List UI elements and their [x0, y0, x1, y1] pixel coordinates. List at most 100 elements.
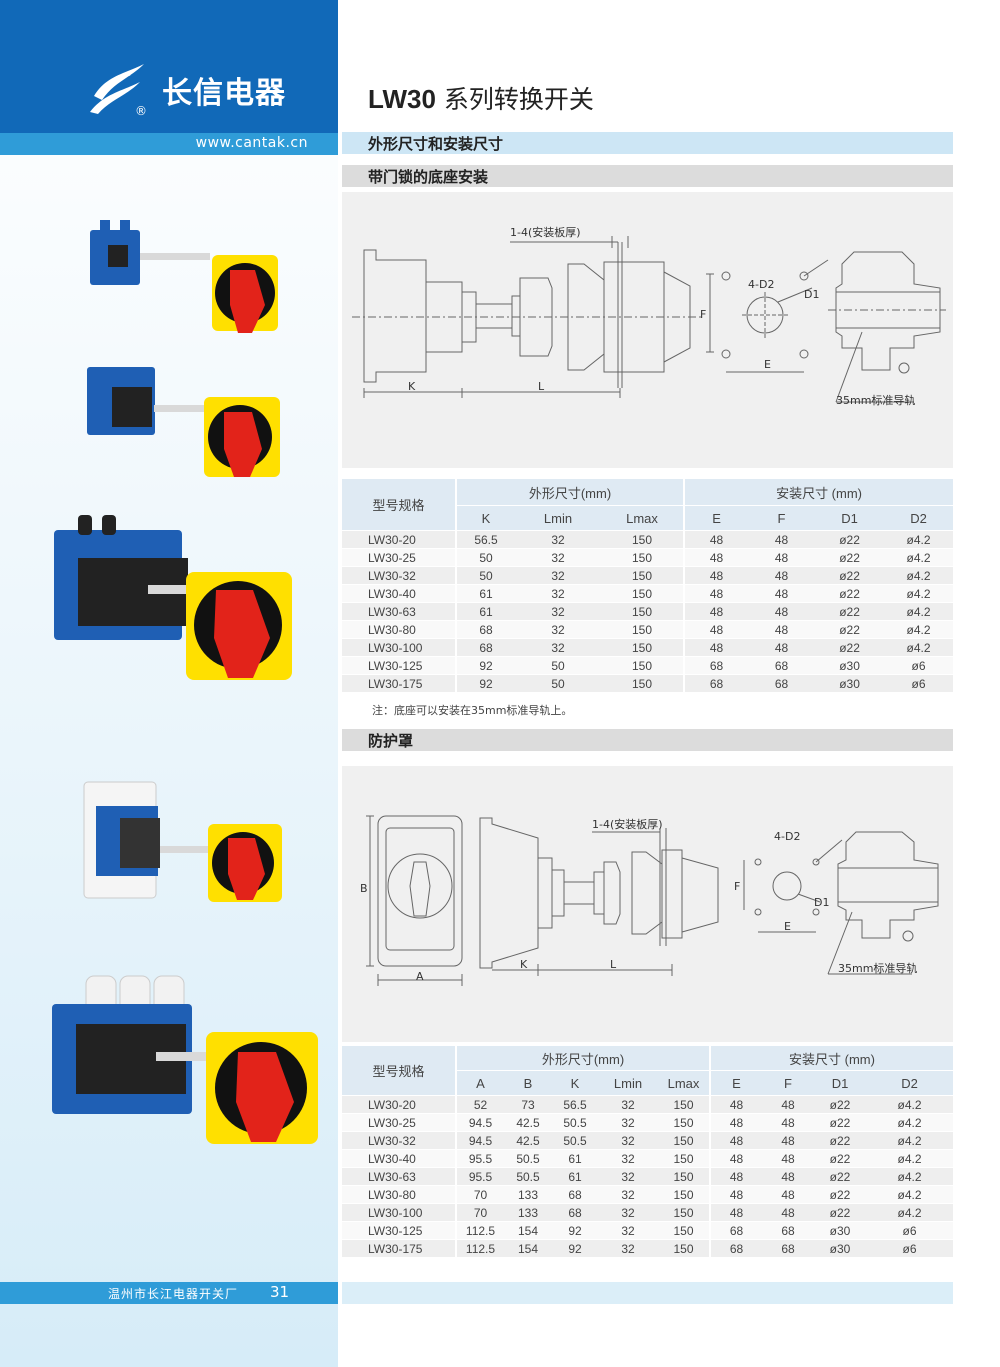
value-cell: 48 [748, 620, 816, 639]
dim-d1-label-2: D1 [814, 896, 829, 909]
value-cell: ø4.2 [884, 620, 954, 639]
value-cell: 48 [709, 1149, 762, 1168]
value-cell: 48 [762, 1185, 814, 1204]
model-cell: LW30-25 [342, 548, 456, 567]
value-cell: ø22 [814, 1131, 866, 1150]
value-cell: 50 [455, 566, 515, 585]
switch-photo-1 [90, 220, 278, 333]
dim-d1-label: D1 [804, 288, 819, 301]
value-cell: 32 [598, 1185, 658, 1204]
value-cell: 150 [601, 566, 685, 585]
value-cell: ø30 [815, 674, 885, 693]
series-name: LW30 [368, 84, 436, 114]
value-cell: ø22 [815, 566, 885, 585]
column-header: D2 [884, 505, 954, 531]
section-dims-bar: 外形尺寸和安装尺寸 [342, 132, 953, 154]
section-base-title: 带门锁的底座安装 [368, 168, 489, 186]
mount-dims-header: 安装尺寸 (mm) [683, 479, 954, 506]
value-cell: ø6 [866, 1221, 953, 1240]
section-dims-title: 外形尺寸和安装尺寸 [368, 135, 504, 153]
model-cell: LW30-63 [342, 602, 456, 621]
model-cell: LW30-20 [342, 1095, 456, 1114]
value-cell: 32 [515, 584, 601, 603]
value-cell: 48 [709, 1131, 762, 1150]
value-cell: ø22 [815, 548, 885, 567]
section-cover-bar: 防护罩 [342, 729, 953, 751]
value-cell: ø4.2 [866, 1185, 953, 1204]
value-cell: 92 [552, 1239, 598, 1258]
value-cell: ø30 [815, 656, 885, 675]
dim-4d2-label-2: 4-D2 [774, 830, 800, 843]
value-cell: 50.5 [504, 1167, 552, 1186]
value-cell: 150 [658, 1239, 710, 1258]
value-cell: 48 [709, 1095, 762, 1114]
value-cell: 48 [748, 566, 816, 585]
value-cell: 48 [748, 638, 816, 657]
value-cell: 48 [762, 1131, 814, 1150]
dim-a-label: A [416, 970, 424, 983]
value-cell: 48 [709, 1185, 762, 1204]
value-cell: 68 [709, 1239, 762, 1258]
brand-url[interactable]: www.cantak.cn [195, 135, 308, 151]
value-cell: 68 [683, 656, 749, 675]
sidebar: 长信电器 ® www.cantak.cn [0, 0, 338, 1367]
value-cell: 32 [598, 1149, 658, 1168]
value-cell: 133 [504, 1203, 552, 1222]
footer-bar: 温州市长江电器开关厂 31 [0, 1282, 338, 1304]
base-mount-drawing: 1-4(安装板厚) K L F E 4-D2 D1 35mm标准导轨 [352, 225, 946, 407]
value-cell: ø4.2 [884, 548, 954, 567]
value-cell: 48 [762, 1149, 814, 1168]
value-cell: ø22 [815, 602, 885, 621]
model-cell: LW30-80 [342, 620, 456, 639]
dim-k-label-2: K [520, 958, 528, 971]
value-cell: ø6 [866, 1239, 953, 1258]
value-cell: 32 [515, 566, 601, 585]
section-base-bar: 带门锁的底座安装 [342, 165, 953, 187]
value-cell: 150 [658, 1113, 710, 1132]
value-cell: 150 [658, 1203, 710, 1222]
model-cell: LW30-125 [342, 656, 456, 675]
value-cell: ø4.2 [866, 1167, 953, 1186]
value-cell: 150 [658, 1167, 710, 1186]
value-cell: 32 [598, 1203, 658, 1222]
value-cell: 48 [683, 548, 749, 567]
dim-k-label: K [408, 380, 416, 393]
base-drawing-panel: 1-4(安装板厚) K L F E 4-D2 D1 35mm标准导轨 [342, 192, 953, 468]
value-cell: ø4.2 [866, 1113, 953, 1132]
column-header: E [709, 1070, 762, 1096]
column-header: F [748, 505, 816, 531]
value-cell: 150 [658, 1185, 710, 1204]
column-header: Lmin [598, 1070, 658, 1096]
value-cell: 61 [552, 1149, 598, 1168]
value-cell: 48 [762, 1113, 814, 1132]
switch-photo-2 [87, 367, 280, 477]
model-header: 型号规格 [342, 479, 456, 531]
value-cell: ø22 [814, 1149, 866, 1168]
value-cell: 61 [455, 602, 515, 621]
value-cell: 73 [504, 1095, 552, 1114]
column-header: F [762, 1070, 814, 1096]
value-cell: 112.5 [455, 1221, 504, 1240]
cover-drawing: 1-4(安装板厚) A B K L F E 4-D2 D1 35mm标准导轨 [360, 815, 939, 986]
registered-mark: ® [135, 104, 147, 118]
value-cell: ø4.2 [884, 638, 954, 657]
model-cell: LW30-175 [342, 1239, 456, 1258]
value-cell: ø4.2 [884, 602, 954, 621]
value-cell: 68 [762, 1239, 814, 1258]
value-cell: ø4.2 [866, 1203, 953, 1222]
dim-f-label: F [700, 308, 706, 321]
value-cell: 48 [683, 584, 749, 603]
switch-photo-4 [83, 781, 282, 902]
value-cell: 95.5 [455, 1167, 504, 1186]
model-cell: LW30-40 [342, 1149, 456, 1168]
model-cell: LW30-63 [342, 1167, 456, 1186]
value-cell: ø22 [814, 1185, 866, 1204]
dim-4d2-label: 4-D2 [748, 278, 774, 291]
value-cell: 68 [455, 638, 515, 657]
